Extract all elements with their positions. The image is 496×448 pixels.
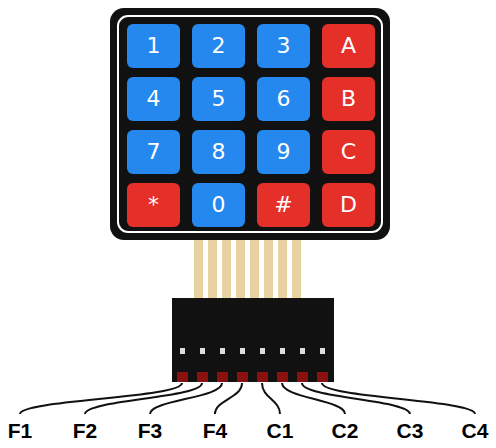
keypad-body <box>110 8 390 240</box>
key-label: * <box>148 194 159 216</box>
keypad-border <box>118 16 382 232</box>
pin-label: C2 <box>332 419 359 443</box>
connector-housing <box>172 298 334 382</box>
key-label: B <box>341 88 356 110</box>
keypad-key: 7 <box>127 130 180 174</box>
key-label: D <box>340 194 357 216</box>
ribbon-cable <box>190 232 310 302</box>
key-label: 4 <box>147 88 161 110</box>
keypad-key: 8 <box>192 130 245 174</box>
keypad-key: 1 <box>127 24 180 68</box>
key-label: 5 <box>212 88 226 110</box>
key-label: 7 <box>147 141 161 163</box>
keypad-key: D <box>322 183 375 227</box>
key-label: # <box>274 194 292 216</box>
keypad-key: A <box>322 24 375 68</box>
key-label: C <box>341 141 356 163</box>
connector-holes <box>180 348 325 354</box>
ribbon-strips <box>194 232 301 302</box>
pin-label: F3 <box>138 419 163 443</box>
key-label: 8 <box>212 141 226 163</box>
pin-label: C3 <box>397 419 424 443</box>
pin-label: C4 <box>462 419 489 443</box>
keypad-key: 9 <box>257 130 310 174</box>
keypad-key: 0 <box>192 183 245 227</box>
keypad-key: * <box>127 183 180 227</box>
keypad-key: 5 <box>192 77 245 121</box>
connector-pins <box>177 372 328 382</box>
key-label: A <box>341 35 356 57</box>
pin-label: F1 <box>8 419 33 443</box>
pin-label: C1 <box>267 419 294 443</box>
keypad-key: C <box>322 130 375 174</box>
keypad-key: B <box>322 77 375 121</box>
key-label: 0 <box>212 194 226 216</box>
key-label: 3 <box>277 35 291 57</box>
key-label: 9 <box>277 141 291 163</box>
keypad-key: 2 <box>192 24 245 68</box>
keypad-key: 4 <box>127 77 180 121</box>
key-label: 2 <box>212 35 226 57</box>
key-label: 1 <box>147 35 161 57</box>
pin-label: F2 <box>73 419 98 443</box>
leader-lines <box>20 383 475 414</box>
keypad-key: 3 <box>257 24 310 68</box>
keypad-key: 6 <box>257 77 310 121</box>
pin-label: F4 <box>203 419 228 443</box>
key-label: 6 <box>277 88 291 110</box>
keypad-key: # <box>257 183 310 227</box>
